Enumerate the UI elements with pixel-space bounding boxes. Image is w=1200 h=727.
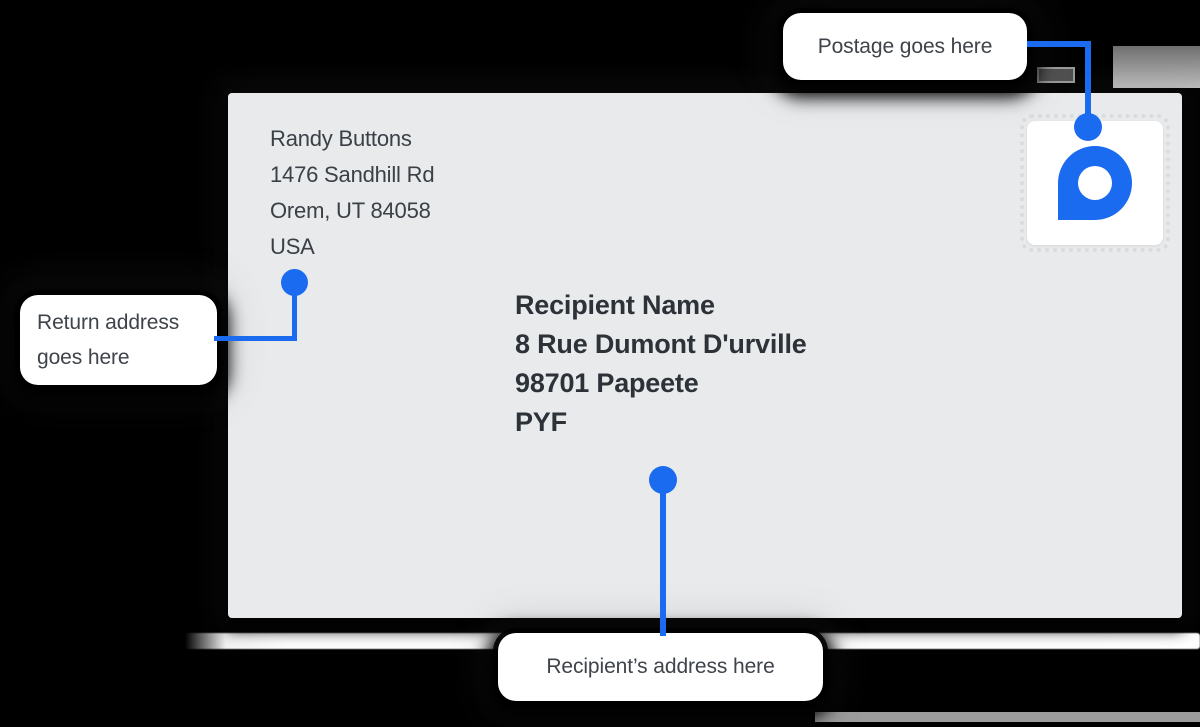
return-address-callout: Return address goes here: [20, 295, 217, 385]
return-connector-line: [214, 336, 295, 341]
return-callout-label-line: goes here: [37, 346, 130, 369]
recipient-address-callout: Recipient’s address here: [498, 633, 823, 701]
location-pin-logo-icon: [1058, 146, 1132, 220]
return-address-line: USA: [270, 234, 315, 259]
postage-stamp: [1020, 114, 1170, 252]
envelope: Randy Buttons 1476 Sandhill Rd Orem, UT …: [228, 93, 1182, 618]
recipient-connector-line: [660, 478, 666, 636]
return-address-line: Orem, UT 84058: [270, 198, 431, 223]
logo-hole: [1078, 166, 1112, 200]
recipient-address: Recipient Name 8 Rue Dumont D'urville 98…: [515, 286, 807, 442]
recipient-address-line: PYF: [515, 407, 567, 437]
postage-stamp-face: [1027, 121, 1163, 245]
return-callout-label-line: Return address: [37, 311, 180, 334]
background-gray-patch: [1113, 46, 1200, 88]
postage-connector-dot-icon: [1074, 113, 1102, 141]
return-connector-dot-icon: [281, 269, 308, 296]
recipient-address-line: 98701 Papeete: [515, 368, 699, 398]
return-address-line: 1476 Sandhill Rd: [270, 162, 435, 187]
return-address-line: Randy Buttons: [270, 126, 412, 151]
recipient-connector-dot-icon: [649, 466, 677, 494]
recipient-address-line: 8 Rue Dumont D'urville: [515, 329, 807, 359]
recipient-address-line: Recipient Name: [515, 290, 715, 320]
postage-connector-line: [1085, 41, 1091, 127]
recipient-callout-label: Recipient’s address here: [546, 655, 775, 678]
postage-connector-line: [1027, 41, 1091, 47]
postage-callout: Postage goes here: [783, 13, 1027, 80]
return-connector-line: [292, 282, 297, 341]
return-address: Randy Buttons 1476 Sandhill Rd Orem, UT …: [270, 121, 435, 265]
background-gray-strip: [815, 712, 1200, 722]
postage-callout-label: Postage goes here: [817, 34, 993, 58]
envelope-slot-decoration: [1037, 67, 1075, 83]
